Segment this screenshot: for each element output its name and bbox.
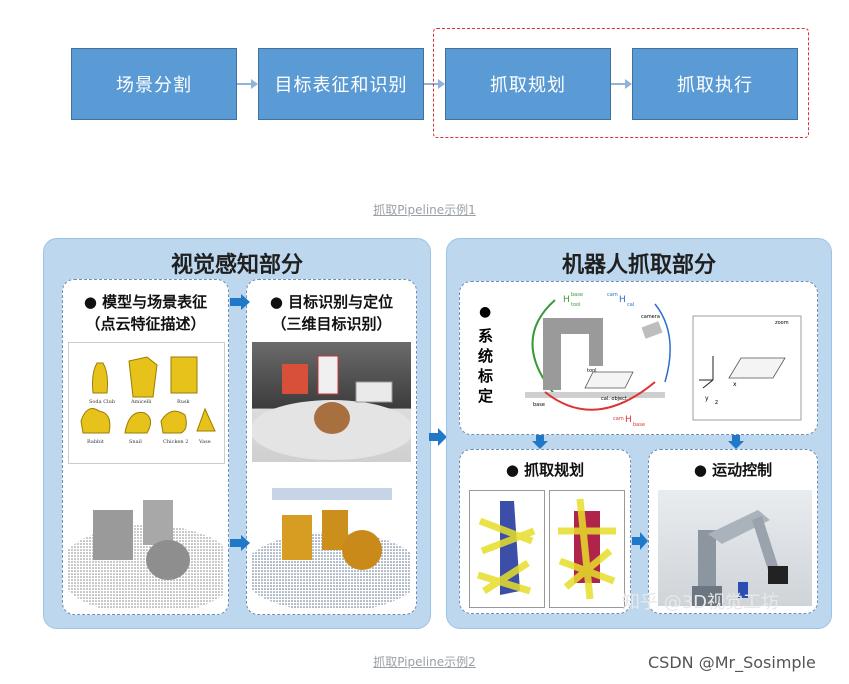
robot-base: [543, 328, 561, 390]
rabbit-object: [314, 402, 350, 434]
model-representation-card: ● 模型与场景表征 （点云特征描述） Soda Club Amicelli Ru…: [62, 279, 229, 615]
h-label: H: [563, 295, 570, 305]
watermark-zhihu: 知乎 @3D视觉工坊: [622, 588, 779, 614]
h-sub: tool: [571, 302, 580, 308]
robot-link: [752, 516, 778, 570]
snail-model: [125, 412, 151, 433]
zoom-label: zoom: [775, 320, 789, 326]
axis-label: x: [733, 381, 737, 388]
scene-photo: [252, 342, 411, 462]
caption-1[interactable]: 抓取Pipeline示例1: [0, 201, 849, 218]
card-heading: ● 抓取规划: [460, 460, 630, 480]
axis-label: z: [715, 399, 718, 406]
arrow-right-icon: [429, 428, 447, 446]
carton-object: [318, 356, 338, 394]
box-object: [282, 364, 308, 394]
robot-forearm: [589, 326, 603, 366]
model-label: Vase: [198, 439, 211, 445]
calib-char: 系: [478, 326, 498, 346]
model-label: Amicelli: [130, 399, 152, 405]
h-label: H: [625, 415, 632, 425]
amicelli-model: [129, 357, 157, 397]
object-points: [93, 510, 133, 560]
object-recognition-card: ● 目标识别与定位 （三维目标识别）: [246, 279, 417, 615]
arrow-icon: [237, 83, 257, 85]
model-label: Snail: [129, 439, 142, 445]
model-label: Rusk: [177, 399, 191, 405]
panel-title: 机器人抓取部分: [447, 247, 831, 279]
model-label: Rabbit: [87, 439, 104, 445]
cam-label: cam: [607, 292, 618, 298]
h-sup: base: [571, 292, 583, 298]
arrow-down-icon: [532, 435, 548, 449]
calib-char: 定: [478, 386, 498, 406]
background-points: [272, 488, 392, 500]
recognized-object: [282, 515, 312, 560]
base-label: base: [533, 402, 545, 408]
cal-object-label: cal. object: [601, 396, 627, 402]
calib-bullet: ●: [479, 304, 491, 320]
gripper: [768, 566, 788, 584]
arrow-right-icon: [632, 532, 648, 550]
h-sub: base: [633, 422, 645, 428]
camera-icon: [641, 321, 662, 338]
vase-model: [197, 409, 215, 431]
arrow-right-icon: [230, 535, 250, 551]
grasp-planning-card: ● 抓取规划: [459, 449, 631, 614]
models-svg: Soda Club Amicelli Rusk Rabbit Snail Chi…: [69, 343, 224, 463]
card-heading: ● 目标识别与定位: [247, 292, 416, 312]
grasp-planning-image-1: [469, 490, 545, 608]
cam-label: cam: [613, 416, 624, 422]
arrow-down-icon: [728, 435, 744, 449]
arrow-right-icon: [230, 294, 250, 310]
recognized-object: [342, 530, 382, 570]
scene-pointcloud-image: [68, 480, 223, 608]
pipeline-step-object-recognition: 目标表征和识别: [258, 48, 424, 120]
scene-photo-svg: [252, 342, 411, 462]
recognition-svg: [252, 480, 411, 608]
model-label: Chicken 2: [163, 439, 188, 445]
grasp-planning-image-2: [549, 490, 625, 608]
pointcloud-svg: [68, 480, 223, 608]
object-points: [146, 540, 190, 580]
object-points: [143, 500, 173, 545]
grasp-svg-1: [470, 491, 544, 607]
card-heading: ● 运动控制: [649, 460, 817, 480]
highlight-box: [433, 28, 809, 138]
can-object: [356, 382, 392, 402]
axis-label: y: [705, 395, 709, 402]
calib-char: 标: [478, 366, 498, 386]
calib-char: 统: [478, 346, 498, 366]
soda-bottle-model: [93, 363, 108, 393]
camera-label: camera: [641, 314, 660, 320]
calibration-card: ● 系 统 标 定 H base tool base tool cal. obj…: [459, 281, 818, 435]
card-subheading: （三维目标识别）: [247, 314, 416, 334]
panel-title: 视觉感知部分: [44, 247, 430, 279]
chicken-model: [161, 411, 186, 433]
rusk-model: [171, 357, 197, 393]
card-subheading: （点云特征描述）: [63, 314, 228, 334]
model-gallery-image: Soda Club Amicelli Rusk Rabbit Snail Chi…: [68, 342, 225, 464]
model-label: Soda Club: [89, 399, 115, 405]
pipeline-step-label: 目标表征和识别: [275, 71, 408, 97]
pipeline-step-label: 场景分割: [116, 71, 192, 97]
watermark-csdn: CSDN @Mr_Sosimple: [648, 653, 816, 672]
rabbit-model: [81, 409, 110, 433]
grasp-svg-2: [550, 491, 624, 607]
calib-label: 系 统 标 定: [478, 326, 498, 406]
recognition-pointcloud-image: [252, 480, 411, 608]
calibration-diagram: H base tool base tool cal. object cam H …: [505, 288, 805, 428]
h-sub: cal: [627, 302, 634, 308]
card-heading: ● 模型与场景表征: [63, 292, 228, 312]
cal-object: [585, 372, 633, 388]
pipeline-step-scene-segmentation: 场景分割: [71, 48, 237, 120]
h-label: H: [619, 295, 626, 305]
